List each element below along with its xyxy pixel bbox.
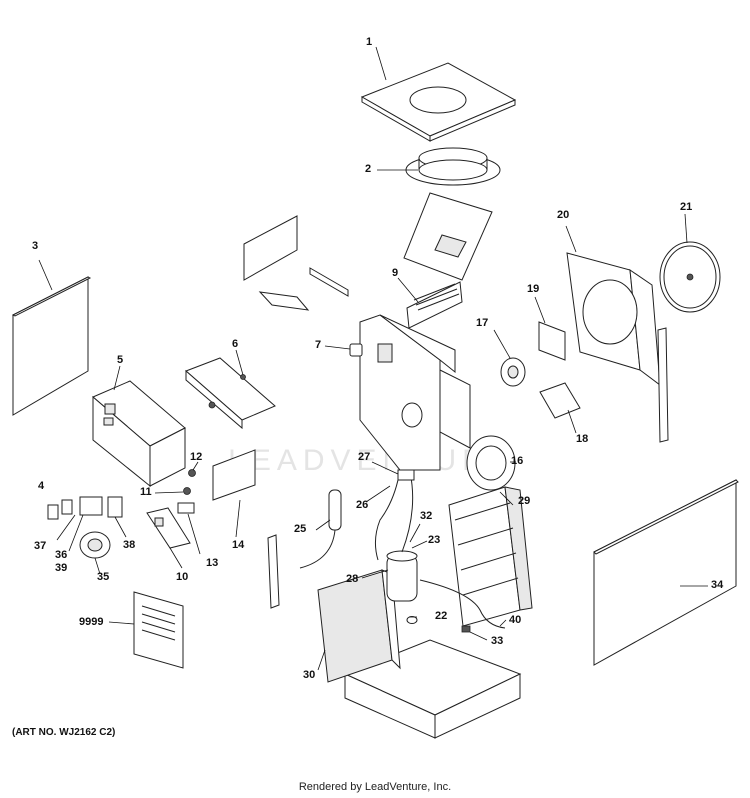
callout-4: 4 [38,480,45,492]
callout-17: 17 [476,317,489,329]
part-34-right-side-panel [593,479,739,666]
callout-19: 19 [527,283,540,295]
callout-28: 28 [346,573,359,585]
callout-2: 2 [365,163,372,175]
callout-27: 27 [358,451,371,463]
part-12-relay [188,469,196,477]
callout-32: 32 [420,510,433,522]
callout-33: 33 [491,635,504,647]
watermark: LEADVENTURE [228,444,516,477]
callout-18: 18 [576,433,589,445]
callout-23: 23 [428,534,441,546]
callout-12: 12 [190,451,203,463]
callout-9: 9 [392,267,399,279]
callout-38: 38 [123,539,136,551]
callout-10: 10 [176,571,189,583]
callout-21: 21 [680,201,693,213]
left-vertical-strip [267,534,280,609]
callout-22: 22 [435,610,448,622]
callout-3: 3 [32,240,39,252]
art-number: (ART NO. WJ2162 C2) [12,727,116,738]
callout-36: 36 [55,549,68,561]
part-19-motor-mount [538,321,566,361]
part-18-motor-bracket [539,382,581,419]
part-11-screw [183,487,191,495]
callout-40: 40 [509,614,522,626]
part-9999-manual [133,591,184,669]
part-33-clip [461,625,471,633]
callout-16: 16 [511,455,524,467]
part-35-motor [79,531,111,559]
part-26-27-tubing [374,469,415,561]
callout-5: 5 [117,354,124,366]
part-21-fan-blade [659,241,721,313]
right-side-strip [657,327,669,443]
part-14-bracket-plate [212,449,256,501]
callout-26: 26 [356,499,369,511]
callout-6: 6 [232,338,239,350]
part-9-heater [406,281,463,329]
part-6-bracket [185,357,276,430]
callout-20: 20 [557,209,570,221]
callout-34: 34 [711,579,724,591]
part-25-accumulator [299,489,342,569]
duct-chute [403,192,493,281]
part-4-switch-assembly [47,496,123,520]
part-22-grommet [406,616,418,624]
part-17-blower-motor [500,357,526,387]
part-5-control-box [92,380,186,488]
callout-leader-lines [38,46,708,671]
part-10-control-board [146,507,191,549]
part-1-top-panel [360,62,517,142]
part-28-compressor [386,550,418,602]
callout-7: 7 [315,339,322,351]
callout-1: 1 [366,36,373,48]
callout-39: 39 [55,562,68,574]
part-13-board [177,502,195,514]
callout-13: 13 [206,557,219,569]
part-20-fan-shroud [566,252,661,387]
callout-29: 29 [518,495,531,507]
part-29-condenser-coil [448,486,533,627]
part-2-collar-ring [405,147,501,186]
part-30-base-pan [317,569,522,739]
callout-37: 37 [34,540,47,552]
callout-14: 14 [232,539,245,551]
callout-25: 25 [294,523,307,535]
center-bulkhead [359,314,471,471]
footer-credit: Rendered by LeadVenture, Inc. [298,781,452,793]
part-7-capacitor [349,343,363,357]
callout-30: 30 [303,669,316,681]
part-40-discharge-line [419,579,506,629]
callout-9999: 9999 [79,616,104,628]
part-3-left-side-panel [11,276,92,416]
callout-35: 35 [97,571,110,583]
part-16-blower-wheel [466,435,516,491]
callout-11: 11 [140,486,152,498]
divider-plate [243,215,349,311]
